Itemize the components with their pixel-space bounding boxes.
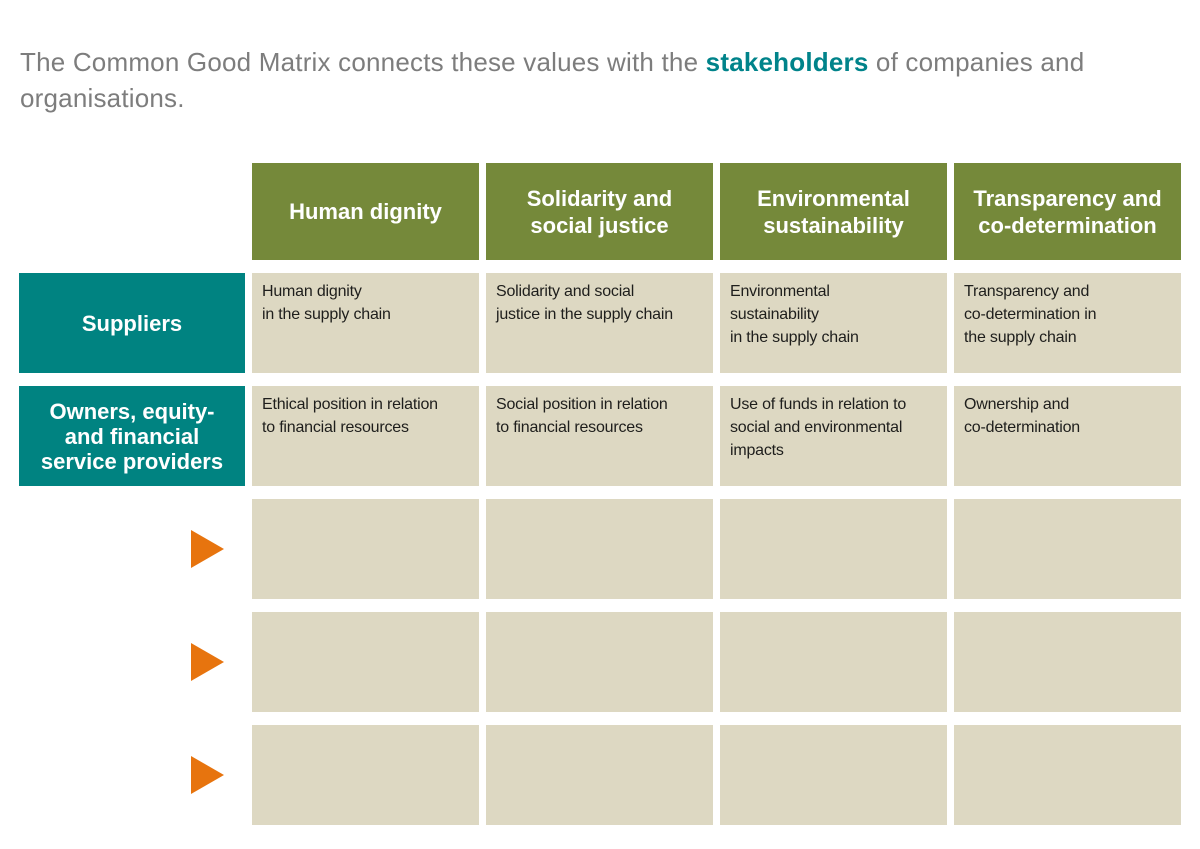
col-header-environmental-sustainability: Environmental sustainability [720,163,947,260]
matrix-cell-suppliers-transparency: Transparency and co-determination in the… [954,273,1181,373]
matrix-cell-empty [720,499,947,599]
intro-text-after: of companies and organisations. [20,47,1085,113]
matrix-cell-empty [954,499,1181,599]
arrow-right-icon [191,756,224,794]
col-header-solidarity-social-justice: Solidarity and social justice [486,163,713,260]
arrow-right-icon [191,643,224,681]
matrix-cell-owners-environment: Use of funds in relation to social and e… [720,386,947,486]
row-header-suppliers: Suppliers [19,273,245,373]
row-header-arrow-2 [19,612,245,712]
matrix-cell-owners-transparency: Ownership and co-determination [954,386,1181,486]
matrix-cell-empty [486,612,713,712]
matrix-cell-empty [486,725,713,825]
matrix-cell-empty [954,612,1181,712]
intro-highlight-stakeholders: stakeholders [705,47,869,77]
row-header-arrow-3 [19,725,245,825]
matrix-cell-suppliers-environment: Environmental sustainability in the supp… [720,273,947,373]
matrix-cell-empty [252,499,479,599]
matrix-cell-suppliers-solidarity: Solidarity and social justice in the sup… [486,273,713,373]
intro-paragraph: The Common Good Matrix connects these va… [20,44,1185,116]
matrix-cell-empty [720,725,947,825]
matrix-cell-empty [252,612,479,712]
matrix-cell-owners-human-dignity: Ethical position in relation to financia… [252,386,479,486]
row-header-owners-financial-providers: Owners, equity- and financial service pr… [19,386,245,486]
matrix-cell-empty [954,725,1181,825]
matrix-cell-empty [252,725,479,825]
matrix-cell-suppliers-human-dignity: Human dignity in the supply chain [252,273,479,373]
matrix-cell-owners-solidarity: Social position in relation to financial… [486,386,713,486]
common-good-matrix: Human dignity Solidarity and social just… [19,163,1181,825]
arrow-right-icon [191,530,224,568]
row-header-arrow-1 [19,499,245,599]
matrix-cell-empty [720,612,947,712]
corner-spacer [19,163,245,260]
col-header-human-dignity: Human dignity [252,163,479,260]
intro-text-before: The Common Good Matrix connects these va… [20,47,706,77]
col-header-transparency-co-determination: Transparency and co-determination [954,163,1181,260]
matrix-cell-empty [486,499,713,599]
